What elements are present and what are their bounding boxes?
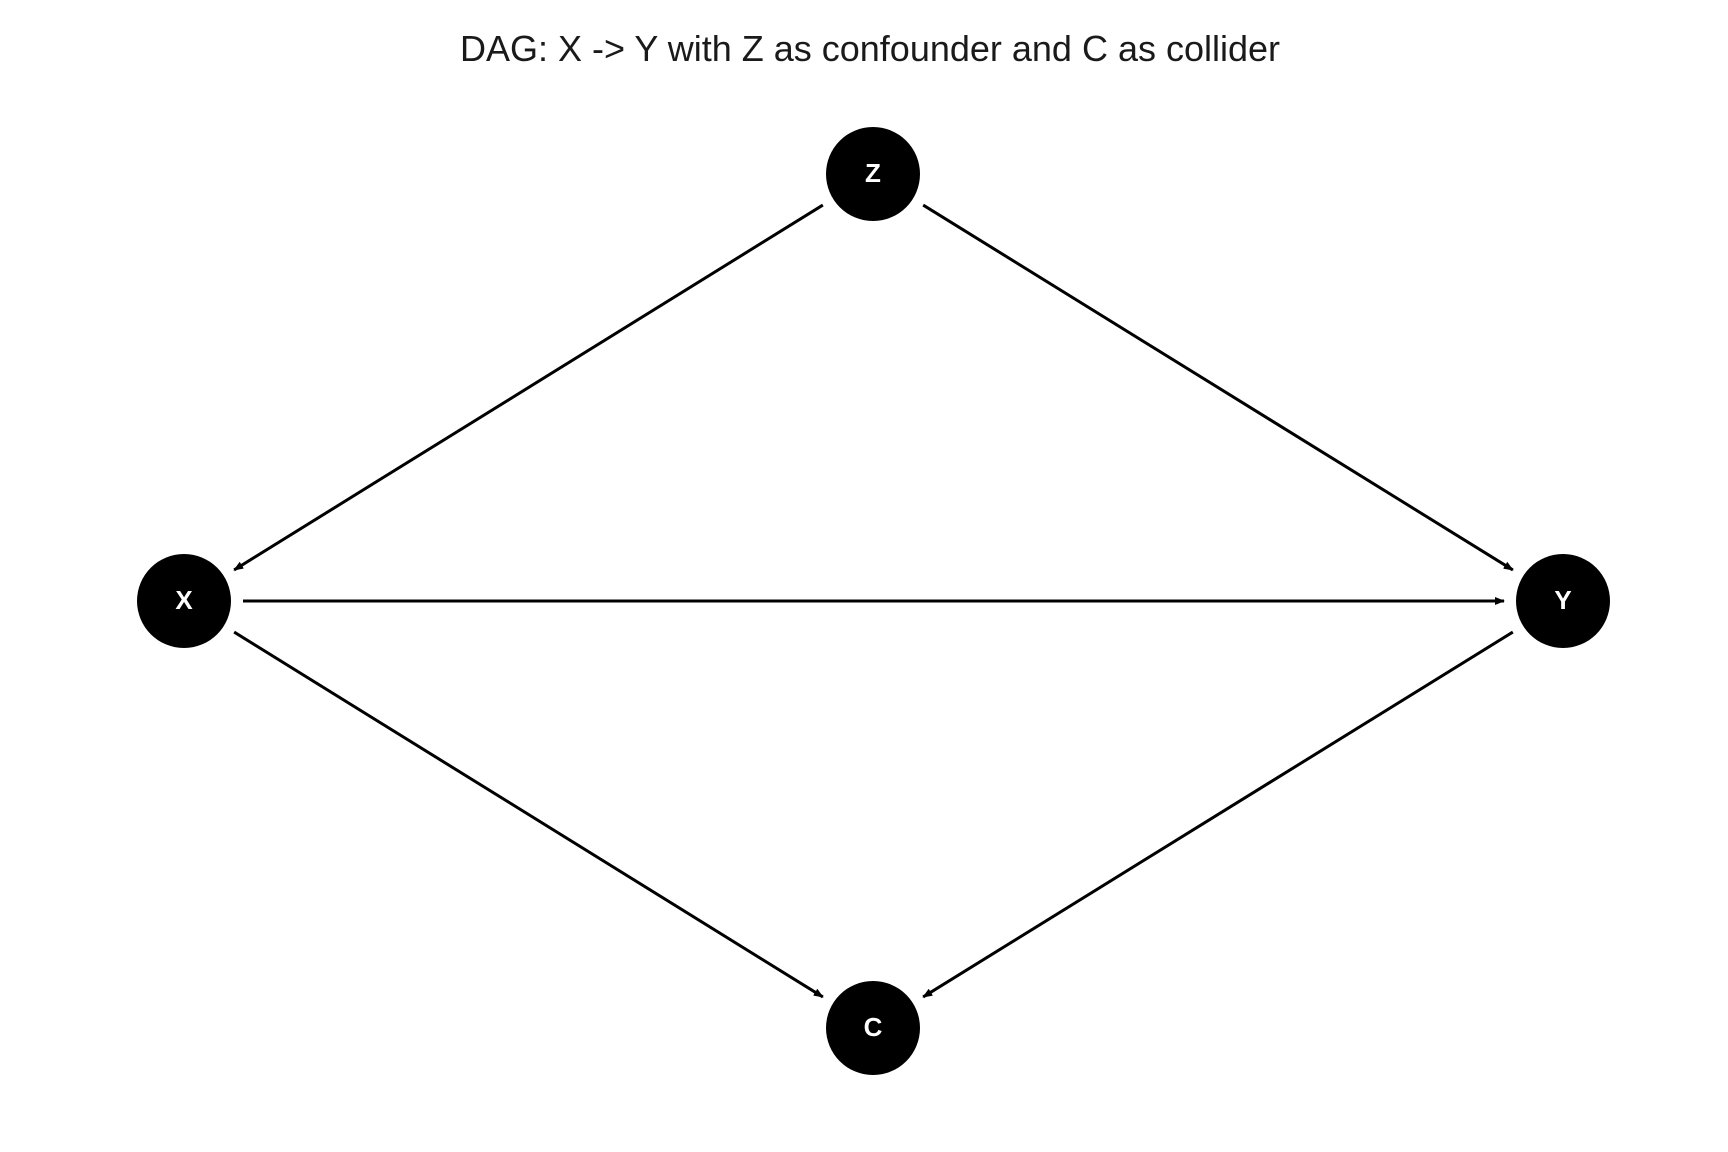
- node-label-z: Z: [865, 158, 881, 188]
- edge-x-to-c: [233, 630, 824, 999]
- edge-z-to-y: [922, 203, 1514, 572]
- node-circle-x: [137, 554, 231, 648]
- node-circle-y: [1516, 554, 1610, 648]
- node-circle-z: [826, 127, 920, 221]
- node-c: C: [826, 981, 920, 1075]
- diagram-title: DAG: X -> Y with Z as confounder and C a…: [459, 28, 1281, 69]
- node-y: Y: [1516, 554, 1610, 648]
- node-x: X: [137, 554, 231, 648]
- edge-z-to-x: [233, 203, 824, 572]
- edges-layer: [233, 203, 1514, 999]
- node-label-y: Y: [1554, 585, 1571, 615]
- node-label-c: C: [864, 1012, 883, 1042]
- node-z: Z: [826, 127, 920, 221]
- edge-y-to-c: [922, 630, 1514, 999]
- node-circle-c: [826, 981, 920, 1075]
- nodes-layer: Z X Y C: [137, 127, 1610, 1075]
- node-label-x: X: [175, 585, 193, 615]
